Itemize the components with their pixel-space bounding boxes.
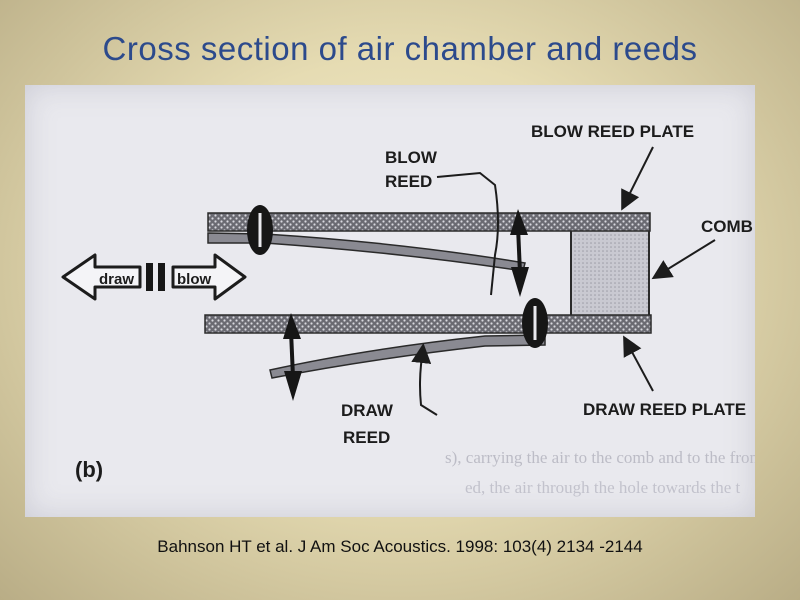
draw-reed-label-line1: DRAW <box>341 401 394 420</box>
comb-leader <box>651 239 716 280</box>
slide-title: Cross section of air chamber and reeds <box>102 30 698 67</box>
blow-label: blow <box>177 271 211 288</box>
blow-reed-plate <box>207 212 651 232</box>
draw-reed <box>269 334 546 379</box>
draw-reed-plate-label: DRAW REED PLATE <box>583 400 746 419</box>
draw-reed-plate <box>204 314 652 334</box>
comb-block <box>570 226 650 318</box>
ghost-text-line-1: s), carrying the air to the comb and to … <box>445 448 755 467</box>
blow-reed-plate-label: BLOW REED PLATE <box>531 122 694 141</box>
draw-reed-plate-leader <box>623 335 654 392</box>
draw-arrow: draw <box>61 253 142 301</box>
reed-cross-section-diagram: s), carrying the air to the comb and to … <box>61 122 755 497</box>
blow-reed-label-line2: REED <box>385 172 432 191</box>
draw-reed-leader <box>411 343 438 416</box>
panel-label: (b) <box>75 457 103 482</box>
blow-reed-leader <box>436 171 499 296</box>
blow-arrow: blow <box>171 253 247 301</box>
comb-label: COMB <box>701 217 753 236</box>
blow-reed-label-line1: BLOW <box>385 148 438 167</box>
draw-reed-motion-arrow <box>283 313 302 401</box>
diagram-figure: s), carrying the air to the comb and to … <box>25 85 755 517</box>
blow-reed-plate-leader <box>621 146 654 211</box>
blow-reed-motion-arrow <box>510 209 529 297</box>
airflow-separator <box>146 263 165 291</box>
draw-reed-label-line2: REED <box>343 428 390 447</box>
draw-label: draw <box>99 271 134 288</box>
ghost-text-line-2: ed, the air through the hole towards the… <box>465 478 741 497</box>
citation: Bahnson HT et al. J Am Soc Acoustics. 19… <box>157 537 643 556</box>
